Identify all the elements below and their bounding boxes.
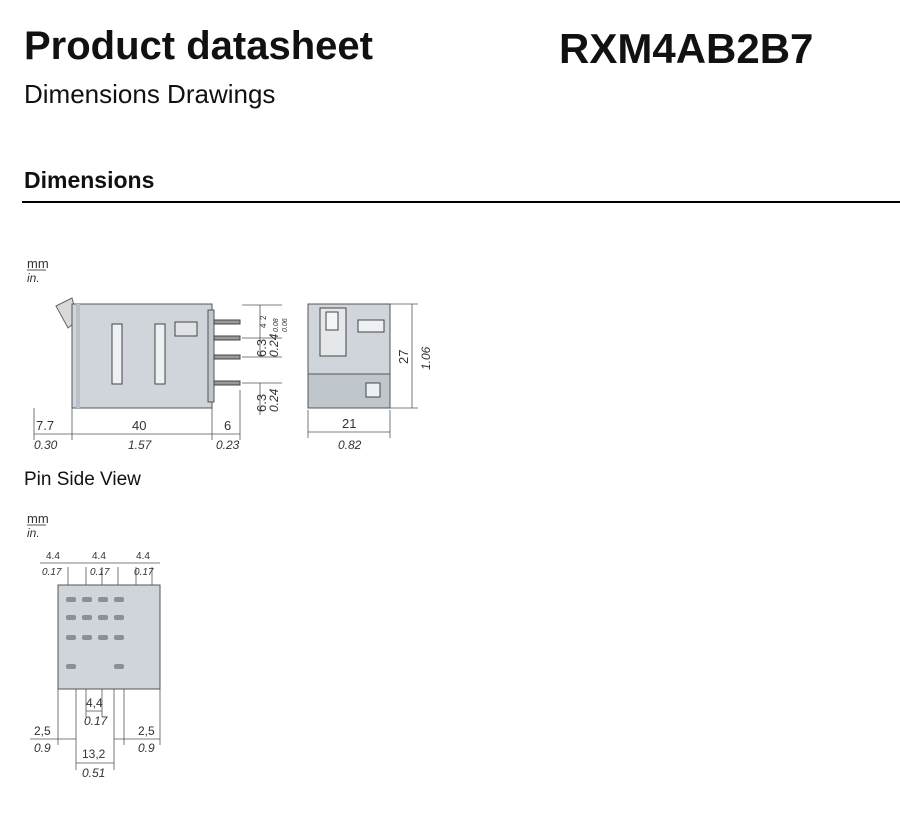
document-subtitle: Dimensions Drawings — [24, 79, 276, 109]
small-dim-a-in: 0.08 — [273, 318, 280, 332]
lever-length-in: 0.30 — [34, 438, 58, 452]
pin-unit-in-label: in. — [27, 526, 40, 540]
unit-in-label: in. — [27, 271, 40, 285]
small-dim-a: 2 — [259, 315, 268, 320]
pin-unit-mm-label: mm — [27, 511, 49, 526]
top-dim3-mm: 4.4 — [136, 551, 150, 562]
top-dim1-in: 0.17 — [42, 567, 62, 578]
pin-length-in: 0.23 — [216, 438, 240, 452]
small-dim-b: 4 — [259, 323, 268, 328]
lever-length-mm: 7.7 — [36, 418, 54, 433]
section-divider — [22, 201, 900, 203]
relay-dimension-drawing: mm in. — [27, 256, 433, 452]
relay-front-view: 27 1.06 21 0.82 — [307, 303, 433, 452]
pin-side-view-drawing: mm in. 4.4 0.17 4.4 0.17 4.4 0.17 — [27, 511, 161, 780]
pin-pitch2-in: 0.24 — [267, 388, 281, 412]
pin-pitch-mm: 6.3 — [254, 339, 269, 357]
height-mm: 27 — [396, 350, 411, 364]
document-title: Product datasheet — [24, 24, 373, 68]
pin-length-mm: 6 — [224, 418, 231, 433]
product-reference: RXM4AB2B7 — [559, 25, 814, 72]
pin-pitch-in: 0.24 — [267, 333, 281, 357]
width-mm: 21 — [342, 416, 356, 431]
mid-dim-in: 0.17 — [84, 714, 109, 728]
small-dim-b-in: 0.06 — [282, 318, 289, 332]
body-length-in: 1.57 — [128, 438, 153, 452]
bottom-dim-in: 0.51 — [82, 766, 105, 780]
height-in: 1.06 — [419, 346, 433, 370]
top-dim1-mm: 4.4 — [46, 551, 60, 562]
left-dim-in: 0.9 — [34, 741, 51, 755]
pin-grid — [66, 597, 124, 669]
mid-dim-mm: 4,4 — [86, 696, 103, 710]
right-dim-mm: 2,5 — [138, 724, 155, 738]
pin-side-view-caption: Pin Side View — [24, 469, 141, 490]
top-dim3-in: 0.17 — [134, 567, 154, 578]
top-dim2-in: 0.17 — [90, 567, 110, 578]
relay-side-view: 6.3 0.24 6.3 0.24 2 4 0.08 0.06 7.7 0.30… — [33, 297, 289, 452]
bottom-dim-mm: 13,2 — [82, 747, 106, 761]
left-dim-mm: 2,5 — [34, 724, 51, 738]
section-heading: Dimensions — [24, 167, 155, 193]
body-length-mm: 40 — [132, 418, 146, 433]
top-dim2-mm: 4.4 — [92, 551, 106, 562]
width-in: 0.82 — [338, 438, 362, 452]
right-dim-in: 0.9 — [138, 741, 155, 755]
pin-pitch2-mm: 6.3 — [254, 394, 269, 412]
unit-mm-label: mm — [27, 256, 49, 271]
